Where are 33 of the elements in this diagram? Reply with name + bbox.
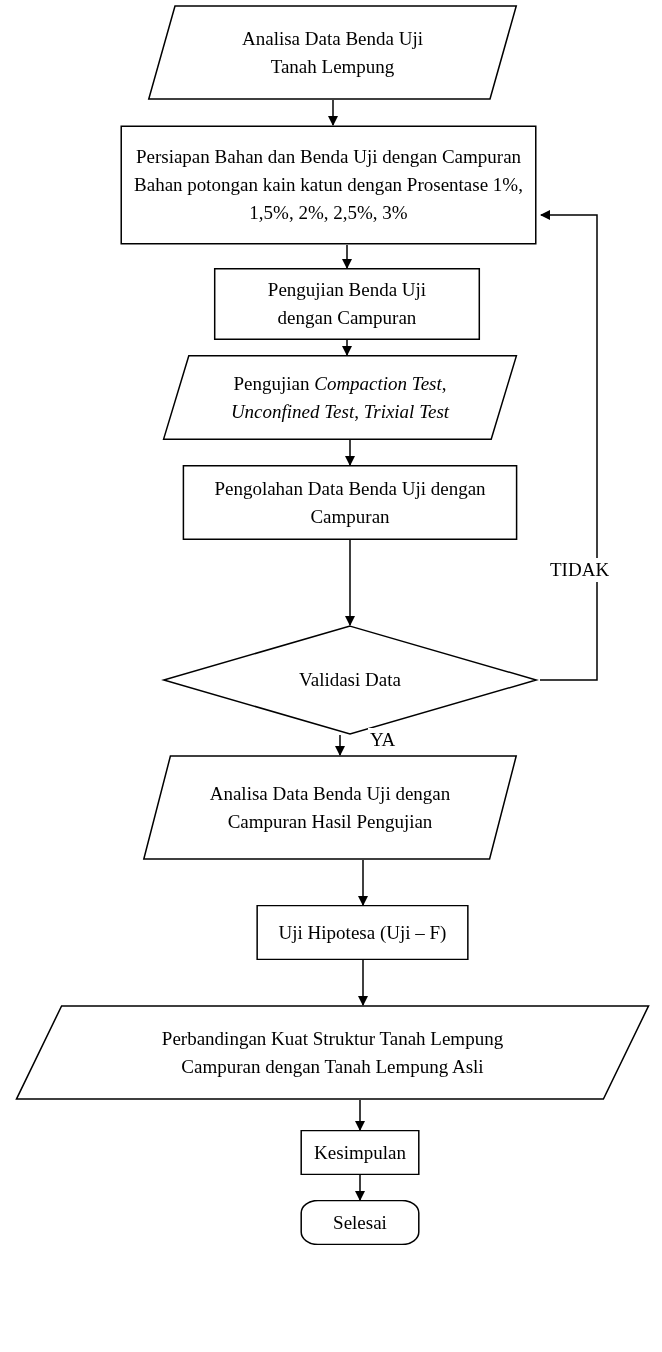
arrow: [342, 339, 352, 356]
arrow: [355, 1099, 365, 1131]
process-box: [300, 1130, 420, 1175]
data-parallelogram: [160, 355, 520, 440]
node-text: Persiapan Bahan dan Benda Uji dengan Campuran Bahan potongan kain katun dengan Prosentase 1%, 1,5%, 2%, 2,5%, 3%: [133, 145, 524, 225]
node-text: Kesimpulan: [314, 1140, 406, 1165]
node-text: Pengujian Compaction Test, Unconfined Test, Trixial Test: [229, 371, 451, 424]
node-text: Perbandingan Kuat Struktur Tanah Lempung Campuran dengan Tanah Lempung Asli: [160, 1026, 505, 1079]
data-parallelogram: [140, 755, 520, 860]
process-box: [180, 465, 520, 540]
process-box: [255, 905, 470, 960]
arrow: [335, 734, 345, 756]
process-box: [212, 268, 482, 340]
arrow: [355, 1174, 365, 1201]
arrow: [358, 859, 368, 906]
data-parallelogram: [145, 5, 520, 100]
node-text: Analisa Data Benda Uji Tanah Lempung: [241, 26, 424, 79]
arrow: [539, 210, 598, 681]
node-text: Pengolahan Data Benda Uji dengan Campuran: [213, 476, 487, 529]
node-text: Validasi Data: [299, 668, 401, 692]
node-text: Analisa Data Benda Uji dengan Campuran Hasil Pengujian: [208, 781, 452, 834]
arrow: [328, 99, 338, 126]
node-text: Selesai: [333, 1210, 387, 1235]
node-text: Uji Hipotesa (Uji – F): [278, 920, 447, 945]
arrow: [358, 959, 368, 1006]
process-box: [117, 125, 540, 245]
terminator-box: [300, 1200, 420, 1245]
decision-diamond: [160, 625, 540, 735]
arrow: [345, 539, 355, 626]
arrow: [342, 244, 352, 269]
node-text: Pengujian Benda Uji dengan Campuran: [266, 278, 428, 330]
arrow: [345, 439, 355, 466]
edge-label: TIDAK: [548, 558, 612, 582]
